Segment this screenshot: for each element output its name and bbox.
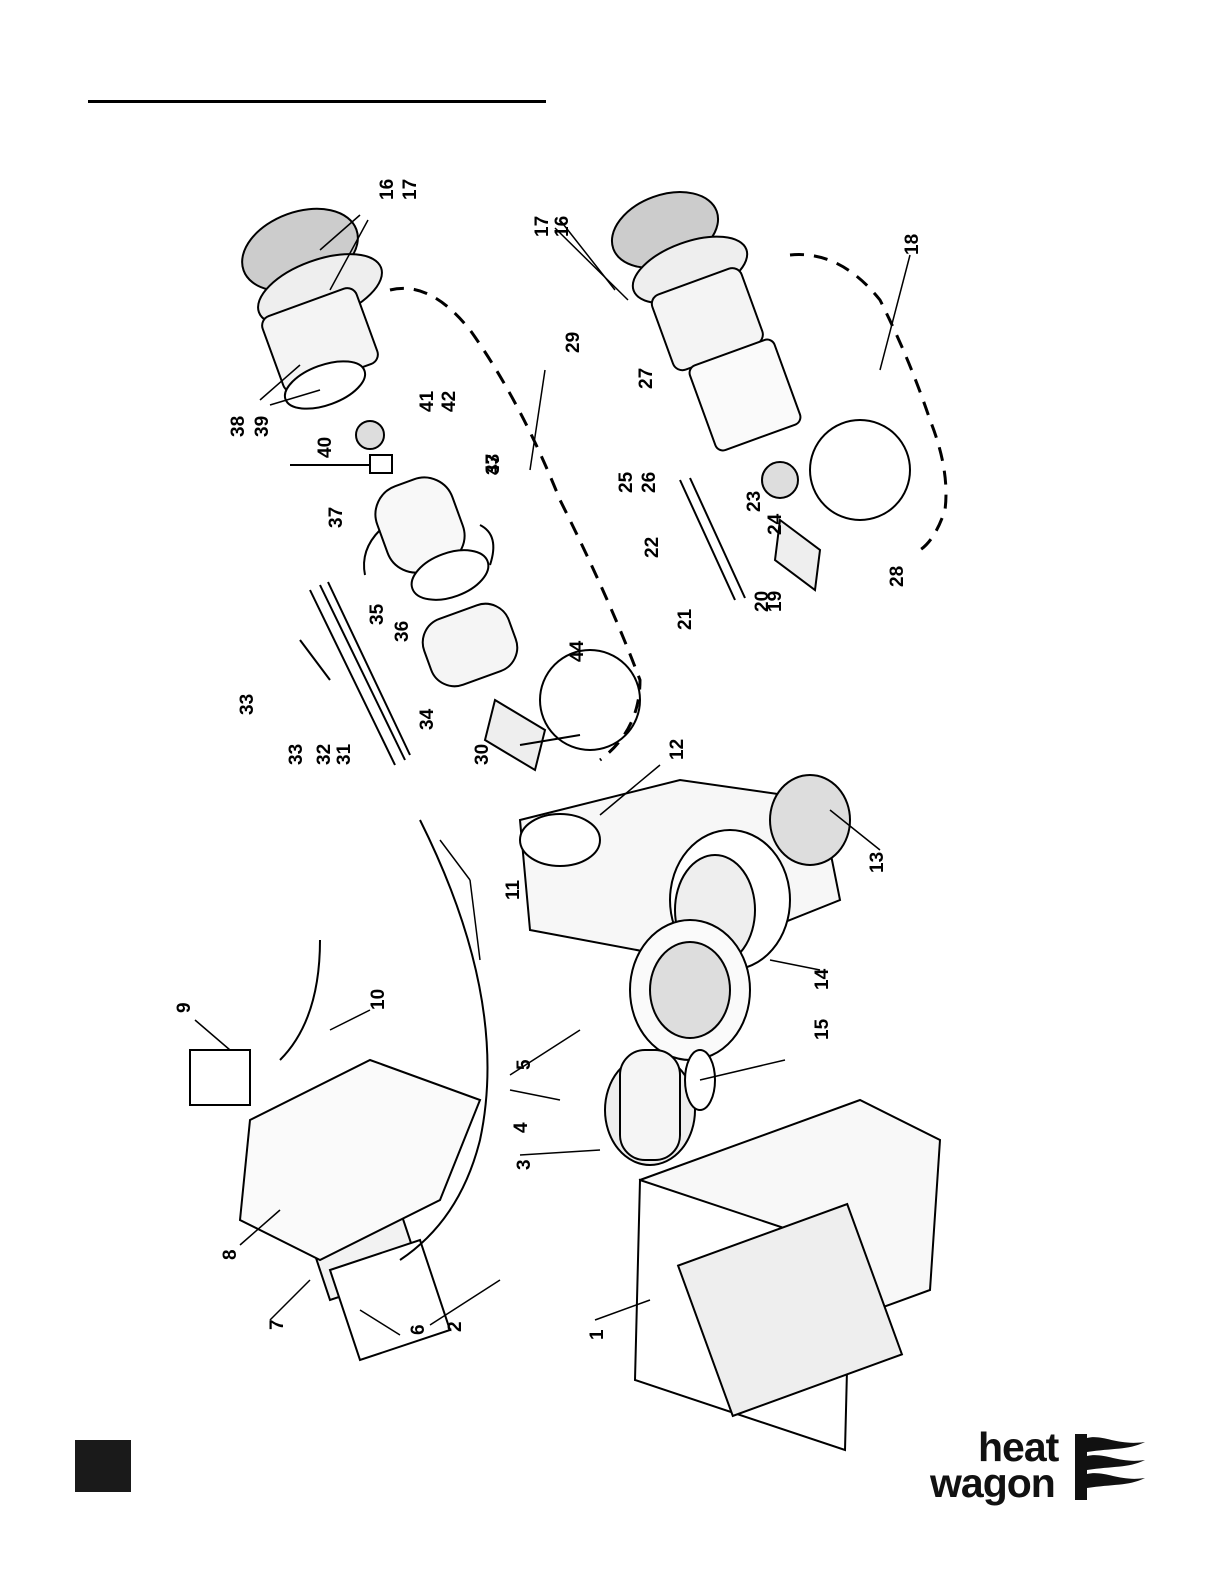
part-label-41: 41: [417, 390, 438, 412]
subassembly-18-outline: [790, 255, 946, 550]
nozzle-assembly-upper: [290, 421, 392, 473]
blower-motor-upper: [364, 469, 524, 693]
part-label-23: 23: [744, 491, 765, 512]
part-label-25: 25: [616, 471, 637, 493]
part-label-3: 3: [514, 1159, 535, 1170]
part-label-11: 11: [503, 879, 524, 900]
part-label-16-lower: 16: [552, 216, 573, 237]
part-label-33-lower: 33: [286, 744, 307, 765]
part-label-16-top: 16: [377, 179, 398, 200]
part-label-34: 34: [417, 708, 438, 730]
logo-text-wagon: wagon: [930, 1464, 1055, 1502]
part-label-17-lower: 17: [532, 216, 553, 237]
electrode-rods-upper: [300, 582, 410, 765]
part-label-35: 35: [367, 603, 388, 625]
part-label-22: 22: [642, 537, 663, 558]
part-label-24: 24: [765, 513, 786, 535]
mounting-bracket-upper: [485, 700, 580, 770]
part-label-2: 2: [445, 1321, 466, 1332]
motor: [605, 1050, 715, 1165]
part-label-1: 1: [587, 1329, 608, 1340]
part-label-36: 36: [392, 621, 413, 642]
detail-circle-44: [540, 650, 640, 750]
part-label-29: 29: [563, 332, 584, 353]
part-label-38: 38: [228, 416, 249, 437]
part-label-39: 39: [252, 416, 273, 437]
detail-circle-28: [810, 420, 910, 520]
part-label-28: 28: [887, 566, 908, 587]
part-label-13: 13: [867, 852, 888, 873]
part-label-31: 31: [334, 743, 355, 765]
part-label-44: 44: [567, 640, 588, 662]
part-label-14: 14: [812, 968, 833, 990]
part-label-32: 32: [314, 744, 335, 765]
page-tab: [75, 1440, 131, 1492]
heat-wagon-logo: heat wagon: [930, 1428, 1145, 1506]
burner-head-lower: [601, 178, 802, 498]
part-label-9: 9: [174, 1002, 195, 1013]
part-label-18: 18: [902, 234, 923, 255]
flame-flag-icon: [1073, 1432, 1147, 1502]
part-label-17-top: 17: [400, 179, 421, 200]
part-label-8: 8: [220, 1249, 241, 1260]
part-label-27: 27: [636, 368, 657, 389]
part-label-43: 43: [483, 454, 504, 475]
burner-cover: [635, 1100, 940, 1450]
fan-wheel: [630, 920, 750, 1060]
part-label-4: 4: [511, 1122, 532, 1133]
part-label-20: 20: [752, 591, 773, 612]
part-label-33-upper: 33: [237, 694, 258, 715]
transformer-plate: [190, 940, 480, 1260]
part-label-10: 10: [368, 989, 389, 1010]
part-label-5: 5: [514, 1059, 535, 1070]
part-label-7: 7: [267, 1319, 288, 1330]
burner-head-upper: [231, 194, 392, 418]
part-label-26: 26: [639, 472, 660, 493]
part-label-30: 30: [472, 744, 493, 765]
part-label-12: 12: [667, 739, 688, 760]
part-label-6: 6: [408, 1324, 429, 1335]
part-label-42: 42: [439, 391, 460, 412]
part-label-21: 21: [675, 608, 696, 630]
part-label-15: 15: [812, 1018, 833, 1040]
part-label-37-left: 37: [326, 507, 347, 528]
part-label-40: 40: [315, 437, 336, 458]
